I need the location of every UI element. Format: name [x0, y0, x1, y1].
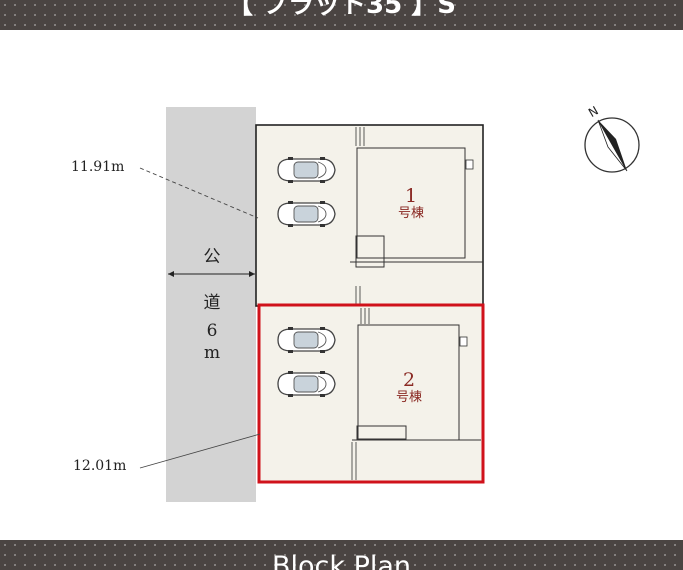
road-width-arrow-right	[249, 271, 255, 277]
lot-1-house	[356, 147, 466, 259]
dimension-top-leader	[139, 167, 259, 219]
road-label-char-2: 道	[203, 293, 221, 313]
header-banner: 【 フラット35 】S	[0, 0, 683, 30]
parking-car-3	[277, 326, 336, 354]
lot-2-porch	[356, 425, 407, 440]
lot-1-number: 1	[404, 185, 418, 207]
lot-1-porch	[355, 235, 385, 268]
lot-2-sub: 号棟	[395, 390, 422, 405]
lot-2-vent	[459, 336, 468, 347]
road-width-arrow-left	[168, 271, 174, 277]
parking-car-4	[277, 370, 336, 398]
header-title: 【 フラット35 】S	[226, 0, 456, 20]
dimension-bottom-leader	[139, 433, 261, 469]
footer-banner: Block Plan	[0, 540, 683, 570]
public-road	[166, 107, 256, 502]
parking-car-2	[277, 200, 336, 228]
lot-2-label: 2 号棟	[379, 370, 439, 405]
road-label-char-4: m	[203, 343, 221, 363]
lot-1-gate	[355, 127, 365, 304]
footer-title: Block Plan	[271, 551, 412, 570]
parking-car-1	[277, 156, 336, 184]
dimension-bottom-label: 12.01m	[73, 458, 127, 474]
dimension-top-label: 11.91m	[71, 159, 125, 175]
lot-1-sub: 号棟	[397, 206, 424, 221]
lot-1-vent	[465, 159, 474, 170]
lot-2-number: 2	[402, 369, 416, 391]
road-label-char-3: 6	[206, 321, 218, 341]
compass-icon: N	[584, 103, 640, 173]
compass-north-label: N	[586, 103, 601, 120]
lot-2-gate	[351, 308, 370, 480]
road-label-char-1: 公	[203, 247, 221, 267]
lot-1-label: 1 号棟	[381, 186, 441, 221]
lot-1-boundary	[255, 124, 484, 307]
